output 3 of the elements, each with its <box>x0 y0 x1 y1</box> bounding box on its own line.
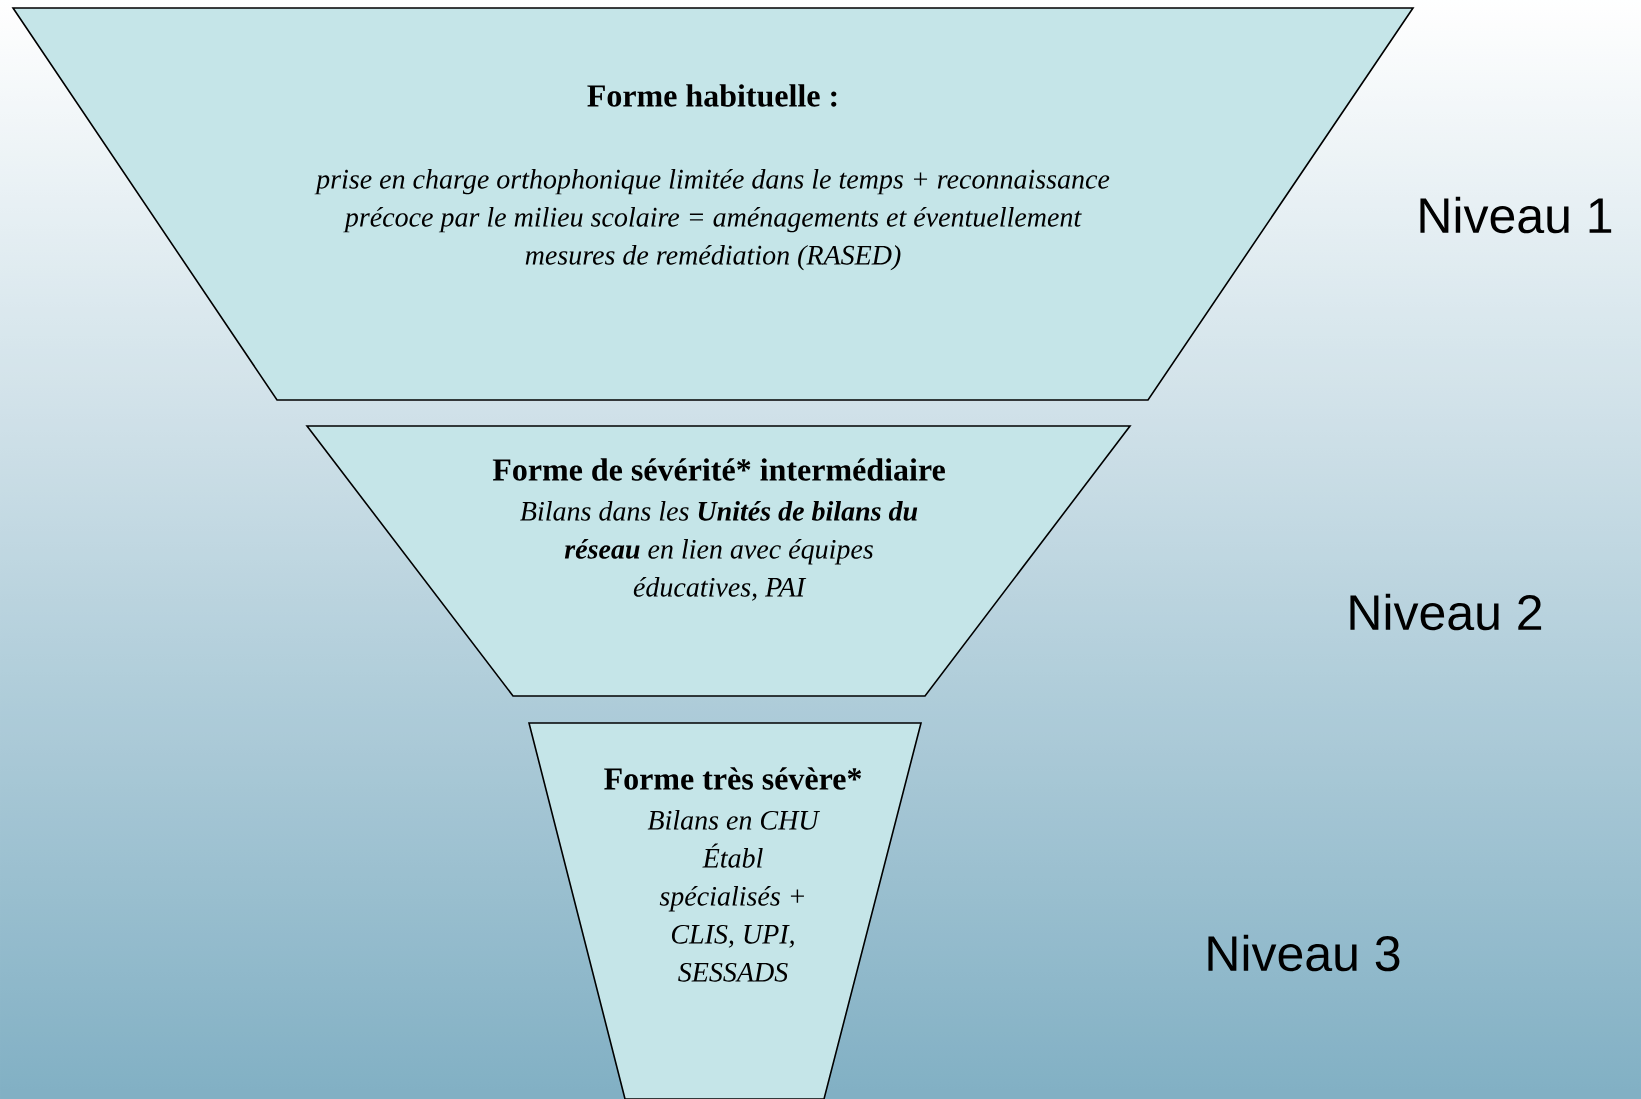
level-label: Niveau 2 <box>1350 593 1542 631</box>
funnel-section: Forme très sévère* Bilans en CHU Établ spécialisés + CLIS, UPI, SESSADS <box>528 722 923 1099</box>
level-label: Niveau 3 <box>1208 934 1400 972</box>
